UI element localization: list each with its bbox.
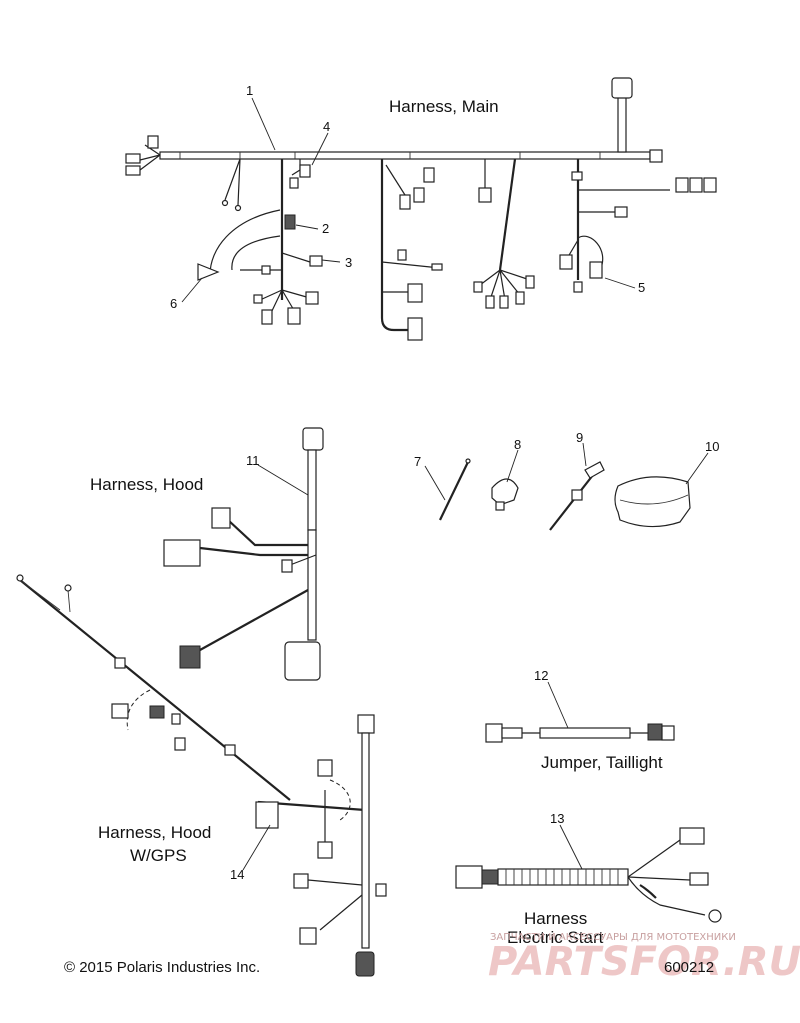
title-estart-line1: Harness [524,909,587,928]
diagram-id: 600212 [664,959,714,976]
callout-8: 8 [514,437,521,452]
group-titles: Harness, Main Harness, Hood Harness, Hoo… [90,97,663,947]
callout-3: 3 [345,255,352,270]
callout-6: 6 [170,296,177,311]
callout-4: 4 [323,119,330,134]
watermark-brand: PARTSFOR.RU [488,939,800,985]
callout-labels: 1 4 2 3 5 6 7 8 9 10 11 12 13 14 [170,83,719,882]
callout-11: 11 [246,453,260,468]
callout-1: 1 [246,83,253,98]
callout-9: 9 [576,430,583,445]
callout-13: 13 [550,811,564,826]
leader-lines [181,97,709,871]
electric-start-harness [455,827,722,923]
title-main-harness: Harness, Main [389,97,499,116]
watermark: ЗАПЧАСТИ И АКСЕССУАРЫ ДЛЯ МОТОТЕХНИКИ PA… [488,932,800,985]
callout-2: 2 [322,221,329,236]
title-hood-gps-line2: W/GPS [130,846,187,865]
main-harness [125,77,717,341]
callout-5: 5 [638,280,645,295]
copyright-text: © 2015 Polaris Industries Inc. [64,959,260,976]
title-hood-gps-line1: Harness, Hood [98,823,211,842]
hood-harness [163,427,324,681]
footer: © 2015 Polaris Industries Inc. 600212 [64,959,714,976]
callout-7: 7 [414,454,421,469]
callout-10: 10 [705,439,719,454]
callout-14: 14 [230,867,244,882]
title-jumper-taillight: Jumper, Taillight [541,753,663,772]
title-hood-harness: Harness, Hood [90,475,203,494]
watermark-tagline: ЗАПЧАСТИ И АКСЕССУАРЫ ДЛЯ МОТОТЕХНИКИ [490,932,736,943]
small-parts [439,458,691,531]
callout-12: 12 [534,668,548,683]
hood-gps-harness [16,574,387,977]
title-estart-line2: Electric Start [507,928,604,947]
jumper-taillight [485,723,675,743]
